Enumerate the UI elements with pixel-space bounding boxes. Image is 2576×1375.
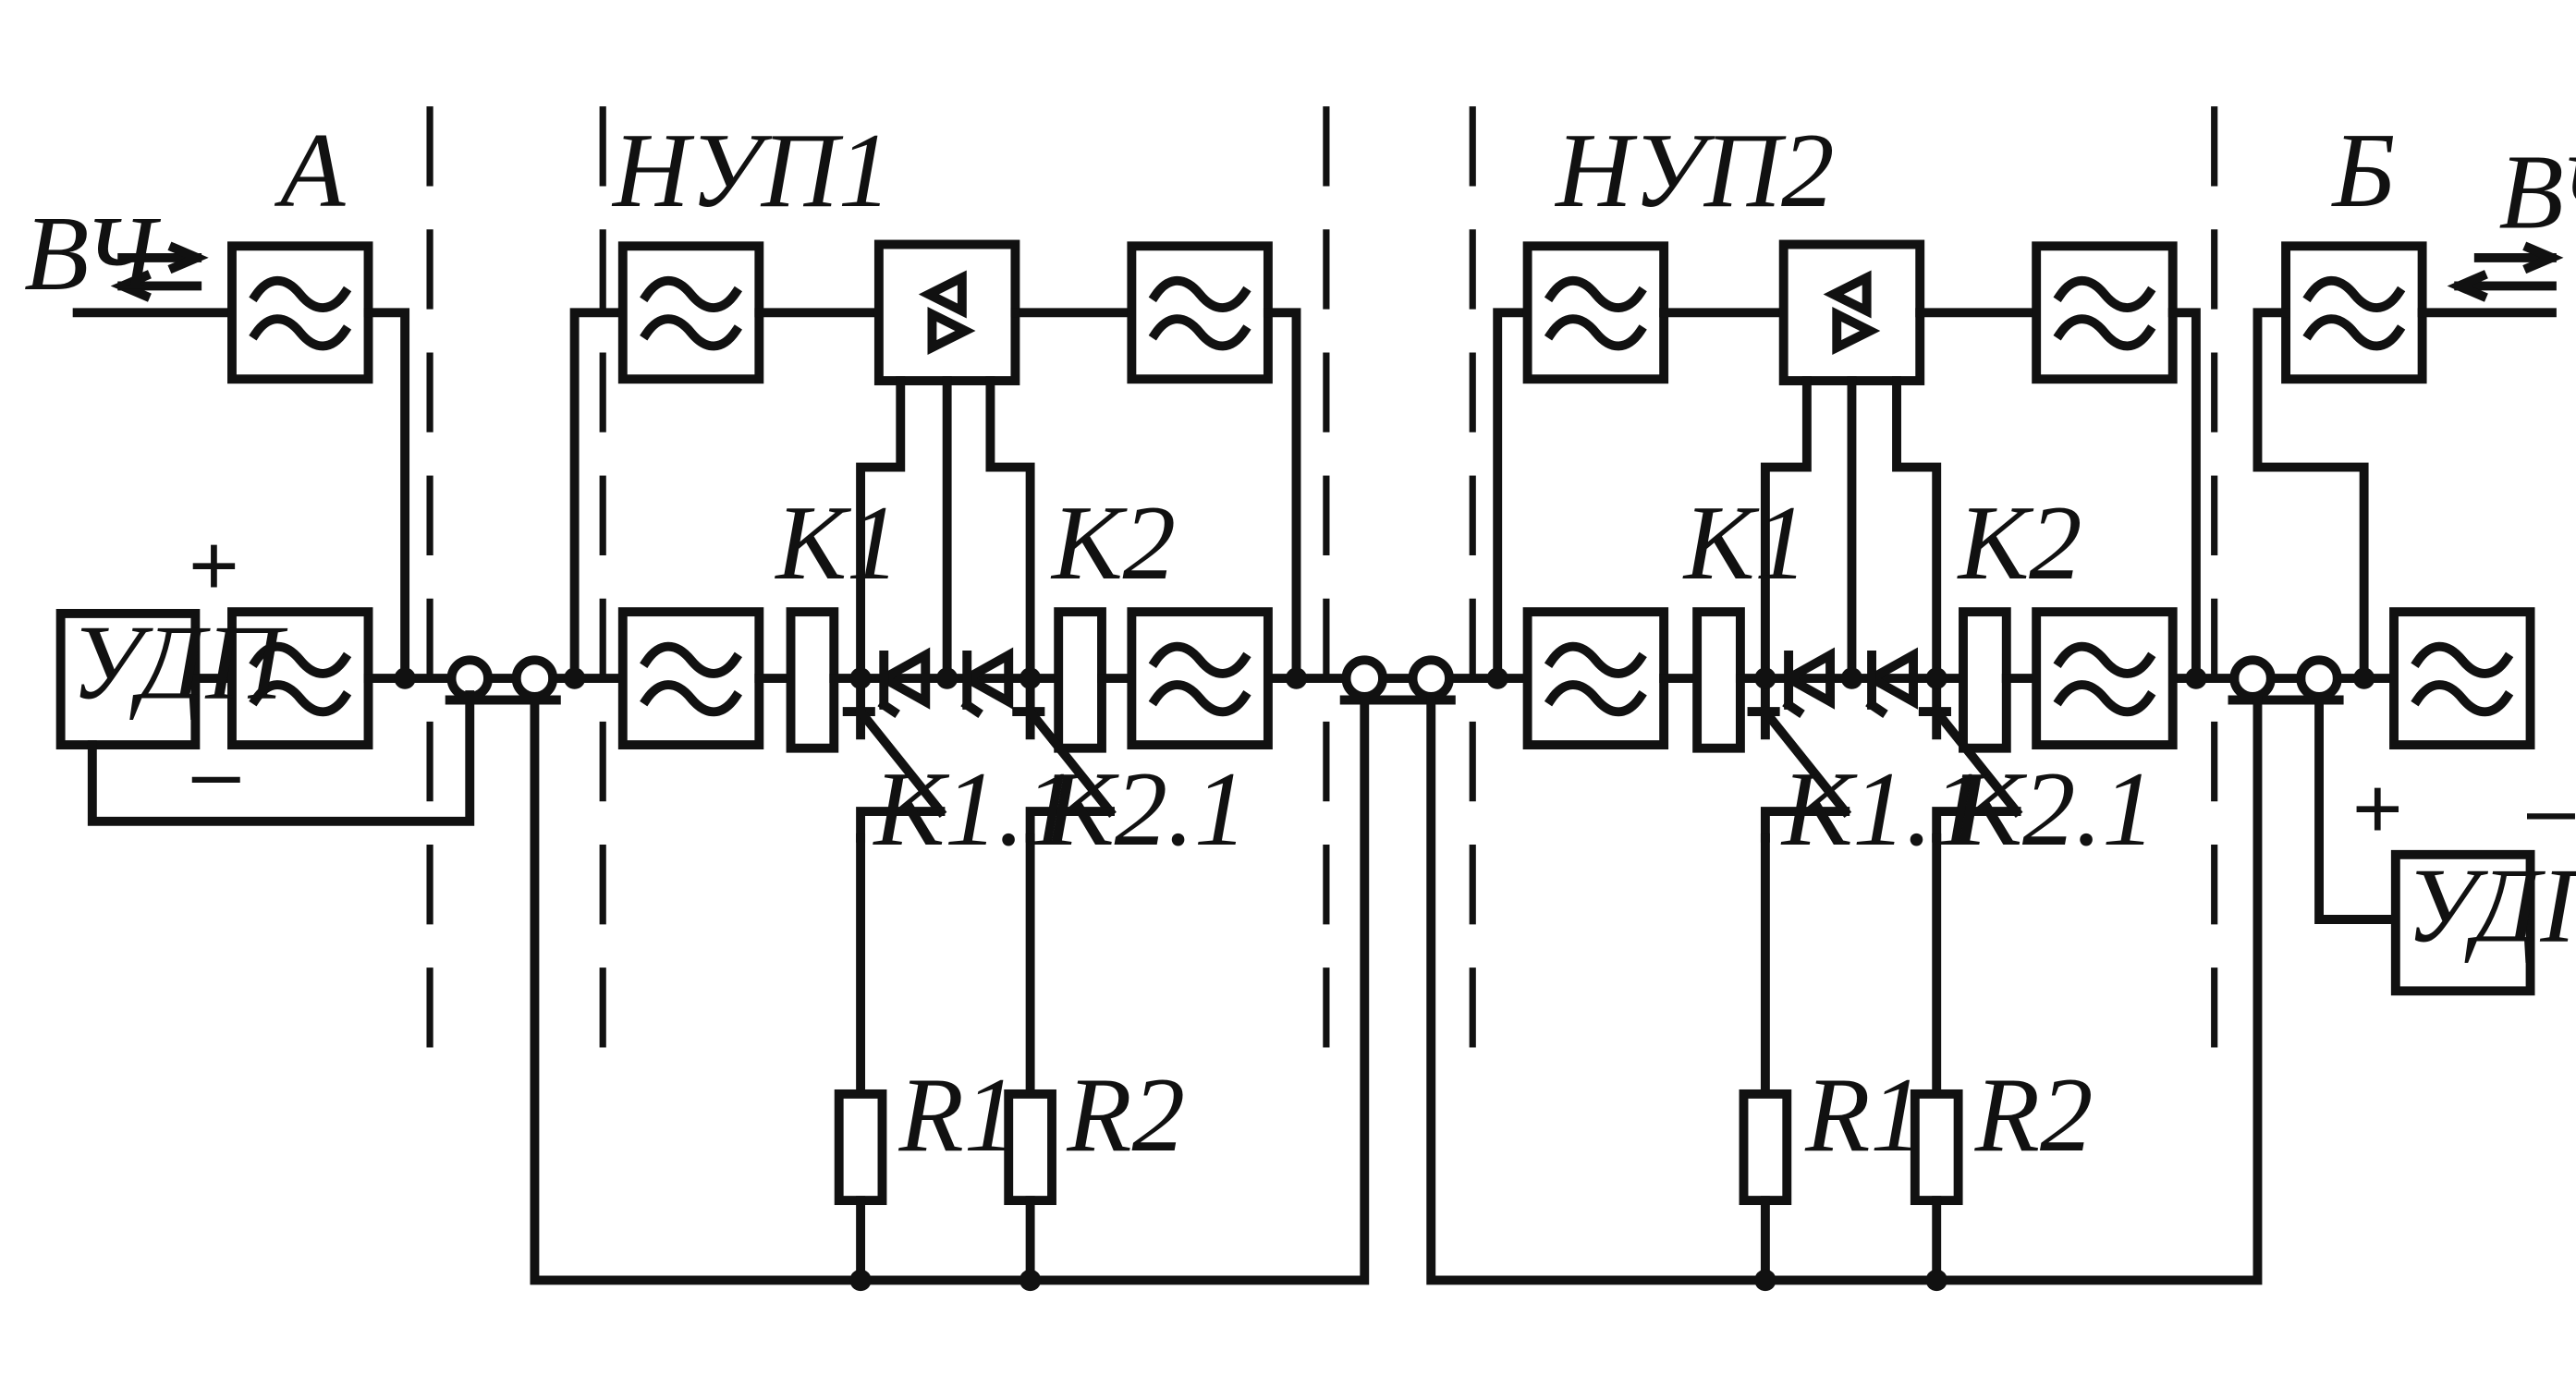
power-left-minus: – <box>192 723 240 820</box>
label-station-a: А <box>274 111 346 229</box>
nup2-r2-label: R2 <box>1974 1055 2094 1174</box>
station-a <box>55 246 475 826</box>
power-unit-left <box>55 608 201 750</box>
label-station-b: Б <box>2330 111 2395 229</box>
nup2-relay-k2 <box>1959 607 2011 753</box>
nup2-relay-k1 <box>1692 607 1745 753</box>
nup1-k1-contact-label: К1.1 <box>872 749 1077 868</box>
power-unit-right <box>2390 849 2535 996</box>
station-a-hf-filter <box>232 246 369 379</box>
section-boundaries <box>426 106 2218 1065</box>
nup2-amplifier <box>1784 244 1921 381</box>
label-hf-right: ВЧ <box>2498 133 2576 251</box>
power-unit-left-label: УДП <box>70 603 287 722</box>
label-nup2: НУП2 <box>1554 111 1834 229</box>
nup2-k2-contact-label: К2.1 <box>1949 749 2155 868</box>
station-b-hf-filter <box>2286 246 2423 379</box>
repeater-2 <box>1426 244 2263 1285</box>
power-left-plus: + <box>189 517 239 614</box>
nup1-resistor-r1 <box>834 1089 887 1206</box>
nup2-k1-contact-label: К1.1 <box>1780 749 1985 868</box>
nup1-resistor-r2 <box>1004 1089 1056 1206</box>
nup1-power-filter-in <box>623 612 760 745</box>
nup1-r2-label: R2 <box>1066 1055 1185 1174</box>
nup2-zener-diodes <box>1778 647 1918 718</box>
station-b-power-filter <box>2394 612 2531 745</box>
labels: А НУП1 НУП2 Б ВЧ ВЧ УДП + – УДП + – К1 К… <box>24 111 2576 1174</box>
nup1-k2-label: К2 <box>1050 483 1176 602</box>
nup1-power-filter-out <box>1131 612 1268 745</box>
nup2-k1-label: К1 <box>1682 483 1808 602</box>
station-b <box>2252 246 2564 996</box>
junction-dots <box>394 667 2375 1292</box>
nup1-relay-k2 <box>1054 607 1106 753</box>
power-unit-right-label: УДП <box>2406 846 2576 964</box>
nup1-k1-label: К1 <box>774 483 899 602</box>
nup2-power-filter-in <box>1528 612 1665 745</box>
nup1-r1-label: R1 <box>897 1055 1017 1174</box>
power-right-minus: – <box>2527 760 2575 857</box>
nup2-output-hf-filter <box>2036 246 2173 379</box>
nup1-k2-contact-label: К2.1 <box>1042 749 1247 868</box>
power-right-plus: + <box>2352 760 2403 857</box>
label-hf-left: ВЧ <box>24 194 161 312</box>
nup1-relay-k1 <box>786 607 839 753</box>
nup1-amplifier <box>879 244 1016 381</box>
nup1-output-hf-filter <box>1131 246 1268 379</box>
nup2-input-hf-filter <box>1528 246 1665 379</box>
repeater-1 <box>530 244 1370 1285</box>
label-nup1: НУП1 <box>611 111 891 229</box>
nup2-resistor-r1 <box>1739 1089 1792 1206</box>
nup1-input-hf-filter <box>623 246 760 379</box>
nup2-power-filter-out <box>2036 612 2173 745</box>
nup2-r1-label: R1 <box>1804 1055 1923 1174</box>
nup1-zener-diodes <box>874 647 1014 718</box>
nup2-k2-label: К2 <box>1957 483 2082 602</box>
